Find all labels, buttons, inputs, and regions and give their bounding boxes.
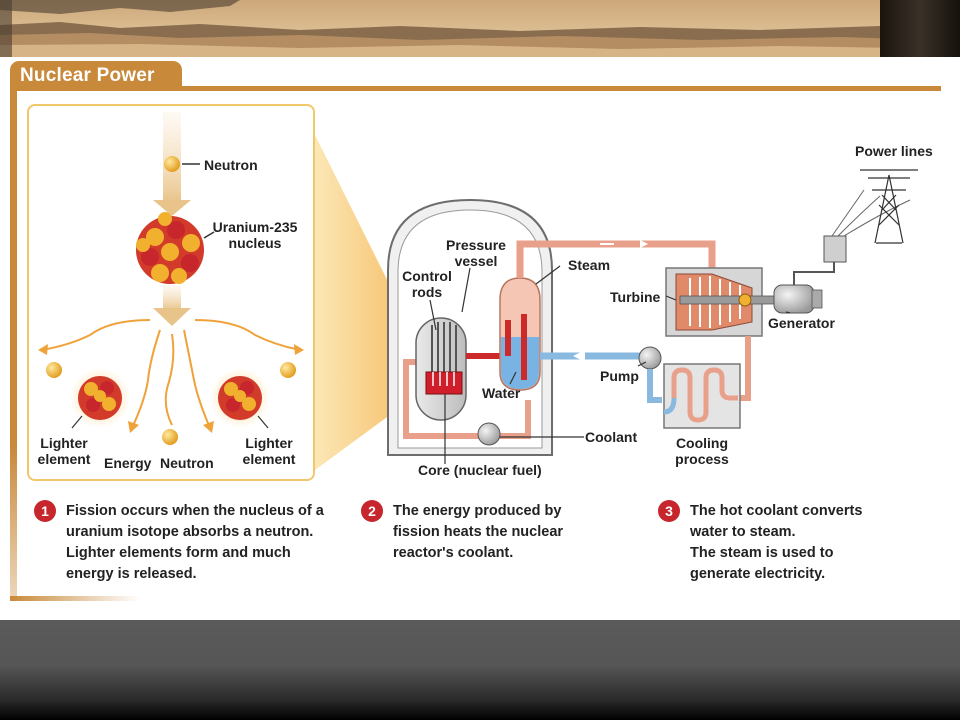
label-uranium-line2: nucleus: [228, 235, 282, 251]
step-3-line: water to steam.: [690, 524, 796, 540]
power-pylon: [860, 169, 918, 244]
label-control-rods-line1: Control: [402, 268, 452, 284]
energy-rays: [41, 319, 301, 429]
label-lighter-right: Lighter element: [234, 435, 304, 467]
step-3-text: The hot coolant converts water to steam.…: [690, 501, 862, 585]
exhaust-line: [738, 336, 751, 401]
reactor-core: [425, 371, 463, 395]
footer-band: [0, 620, 960, 720]
step-2-line: fission heats the nuclear: [393, 524, 564, 540]
cooling-process: [663, 363, 741, 429]
feedwater-arrow: [573, 350, 585, 362]
pressure-vessel: [415, 317, 467, 421]
lighter-element-right: [210, 368, 270, 428]
banner-art: [0, 0, 960, 57]
header-banner: [0, 0, 960, 57]
label-generator: Generator: [768, 315, 835, 331]
ray-head-right: [294, 344, 304, 355]
step-3-line: The hot coolant converts: [690, 503, 863, 519]
step-3-badge: 3: [658, 500, 680, 522]
label-cooling-line2: process: [675, 451, 729, 467]
neutron-ball-left: [46, 362, 62, 378]
arrow-down-middle: [153, 285, 191, 326]
coolant-pump: [477, 422, 501, 446]
frame-bottom-border: [10, 596, 140, 601]
label-lighter-right-line2: element: [242, 451, 296, 467]
step-1-line: uranium isotope absorbs a neutron.: [66, 524, 314, 540]
label-power-lines: Power lines: [855, 143, 933, 159]
step-1-line: Fission occurs when the nucleus of a: [66, 503, 324, 519]
step-1-badge: 1: [34, 500, 56, 522]
power-wires: [831, 189, 911, 237]
ray-head-energy: [128, 421, 139, 433]
steam-flow-arrowhead: [640, 240, 648, 248]
label-lighter-left: Lighter element: [30, 435, 98, 467]
step-3-line: The steam is used to: [690, 545, 834, 561]
transformer: [823, 235, 847, 263]
page-title: Nuclear Power: [20, 65, 155, 86]
neutron-ball-bottom: [162, 429, 178, 445]
label-neutron-bottom: Neutron: [160, 455, 214, 471]
step-1-line: energy is released.: [66, 566, 197, 582]
label-lighter-right-line1: Lighter: [245, 435, 293, 451]
step-2-badge: 2: [361, 500, 383, 522]
label-steam: Steam: [568, 257, 611, 273]
turbine: [665, 267, 777, 337]
label-energy: Energy: [104, 455, 152, 471]
uranium-leader: [203, 231, 215, 239]
return-water-line: [647, 369, 662, 403]
uranium-nucleus: [136, 212, 204, 284]
feedwater-pump: [638, 346, 662, 370]
label-pressure-vessel-line1: Pressure: [446, 237, 506, 253]
ray-head-right-low: [203, 421, 214, 433]
label-neutron-top: Neutron: [204, 157, 258, 173]
label-uranium: Uranium-235 nucleus: [207, 219, 303, 251]
steam-line: [516, 240, 716, 278]
lighter-left-leader: [71, 415, 83, 429]
power-cable: [793, 262, 835, 285]
neutron-ball-right: [280, 362, 296, 378]
label-lighter-left-line2: element: [37, 451, 91, 467]
label-core: Core (nuclear fuel): [418, 462, 542, 478]
label-cooling-process: Cooling process: [670, 435, 734, 467]
label-pressure-vessel-line2: vessel: [454, 253, 498, 269]
frame-left-border: [10, 88, 17, 598]
label-uranium-line1: Uranium-235: [212, 219, 298, 235]
label-control-rods: Control rods: [398, 268, 456, 300]
label-turbine: Turbine: [610, 289, 661, 305]
label-lighter-left-line1: Lighter: [40, 435, 88, 451]
control-rods: [431, 322, 457, 378]
label-cooling-line1: Cooling: [675, 435, 729, 451]
step-2-line: The energy produced by: [393, 503, 562, 519]
lighter-element-left: [70, 368, 130, 428]
label-pressure-vessel: Pressure vessel: [440, 237, 512, 269]
ray-head-left: [38, 344, 48, 355]
step-3-line: generate electricity.: [690, 566, 826, 582]
lighter-right-leader: [257, 415, 269, 429]
title-tab: [10, 61, 182, 91]
step-2-line: reactor's coolant.: [393, 545, 514, 561]
label-water: Water: [482, 385, 521, 401]
step-1-line: Lighter elements form and much: [66, 545, 291, 561]
neutron-ball-top: [164, 156, 180, 172]
frame-top-border: [178, 86, 941, 91]
generator: [773, 284, 823, 314]
step-2-text: The energy produced by fission heats the…: [393, 501, 563, 564]
coolant-loop: [403, 359, 531, 439]
label-pump: Pump: [600, 368, 639, 384]
reactor-leaders: [429, 265, 791, 464]
label-coolant: Coolant: [585, 429, 638, 445]
label-control-rods-line2: rods: [411, 284, 443, 300]
steam-generator: [499, 277, 541, 391]
step-1-text: Fission occurs when the nucleus of a ura…: [66, 501, 324, 585]
